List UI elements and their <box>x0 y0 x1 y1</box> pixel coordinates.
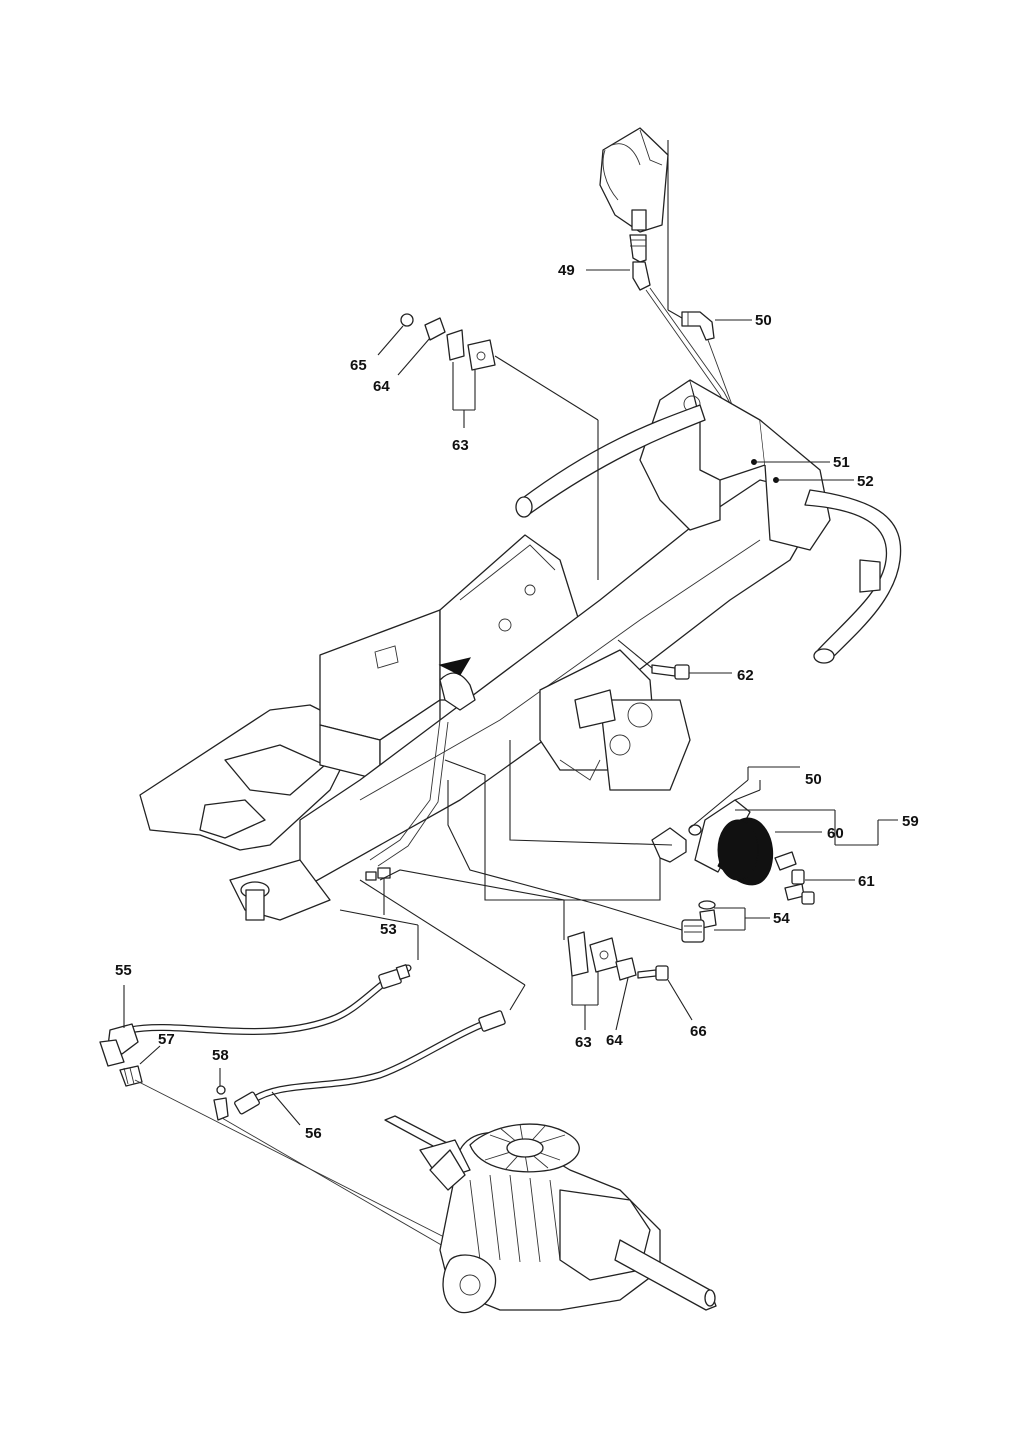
clip-assembly-lower <box>567 931 669 981</box>
label-53: 53 <box>380 921 397 938</box>
label-59: 59 <box>902 813 919 830</box>
elbow-fitting-50-upper <box>681 311 715 341</box>
oil-filter-assembly <box>651 799 815 943</box>
fitting-53 <box>365 867 391 881</box>
label-57: 57 <box>158 1031 175 1048</box>
label-56: 56 <box>305 1125 322 1142</box>
label-52: 52 <box>857 473 874 490</box>
label-62: 62 <box>737 667 754 684</box>
label-50-upper: 50 <box>755 312 772 329</box>
label-64-upper: 64 <box>373 378 390 395</box>
fitting-57 <box>119 1065 143 1087</box>
hose-56 <box>234 1010 506 1115</box>
clip-assembly-upper <box>400 313 496 371</box>
label-61: 61 <box>858 873 875 890</box>
label-49: 49 <box>558 262 575 279</box>
label-55: 55 <box>115 962 132 979</box>
label-66: 66 <box>690 1023 707 1040</box>
label-65: 65 <box>350 357 367 374</box>
label-58: 58 <box>212 1047 229 1064</box>
transaxle <box>384 1115 717 1314</box>
handle-bar <box>515 404 902 664</box>
label-50-lower: 50 <box>805 771 822 788</box>
label-63-lower: 63 <box>575 1034 592 1051</box>
label-51: 51 <box>833 454 850 471</box>
label-63-upper: 63 <box>452 437 469 454</box>
chassis-frame <box>139 379 831 921</box>
label-64-lower: 64 <box>606 1032 623 1049</box>
fitting-58 <box>213 1085 229 1121</box>
elbow-fitting-49 <box>629 234 651 291</box>
part-labels: 49 50 51 52 65 64 63 62 50 60 59 61 54 5… <box>115 262 919 1142</box>
hose-55 <box>99 964 412 1067</box>
oil-reservoir <box>599 127 669 233</box>
bolt-62 <box>651 664 690 680</box>
label-60: 60 <box>827 825 844 842</box>
label-54: 54 <box>773 910 790 927</box>
